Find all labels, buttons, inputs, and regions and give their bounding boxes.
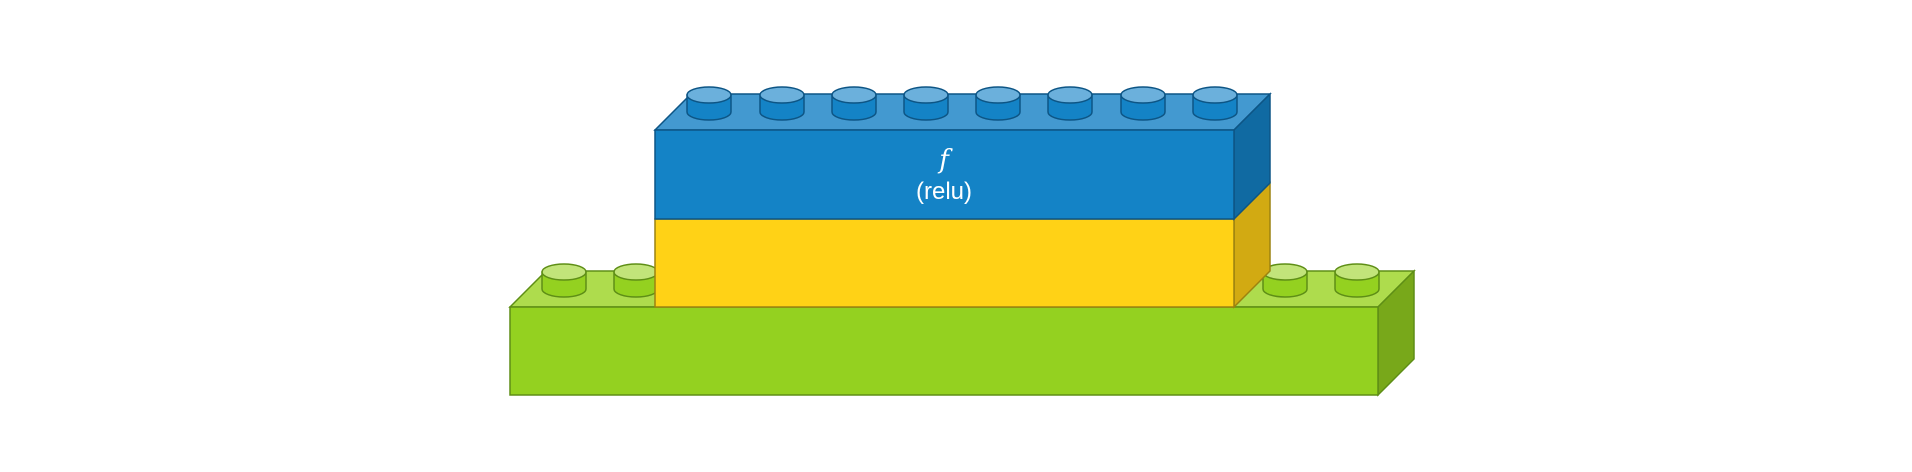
blue-stud-4-top	[903, 86, 949, 104]
green-stud-1	[541, 263, 587, 298]
green-stud-3	[1262, 263, 1308, 298]
green-stud-2	[613, 263, 659, 298]
base-brick-front	[509, 306, 1379, 396]
blue-stud-5-top	[975, 86, 1021, 104]
middle-brick	[654, 181, 1271, 309]
activation-brick-front	[654, 129, 1235, 220]
blue-stud-2	[759, 86, 805, 121]
blue-stud-5	[975, 86, 1021, 121]
activation-label: (relu)	[916, 178, 972, 205]
green-stud-4-top	[1334, 263, 1380, 281]
blue-stud-8	[1192, 86, 1238, 121]
blue-stud-7-top	[1120, 86, 1166, 104]
blue-stud-4	[903, 86, 949, 121]
base-brick-studs	[541, 263, 1380, 298]
blue-stud-8-top	[1192, 86, 1238, 104]
middle-brick-front	[654, 218, 1235, 308]
blue-stud-3-top	[831, 86, 877, 104]
blue-stud-1-top	[686, 86, 732, 104]
green-stud-1-top	[541, 263, 587, 281]
blue-stud-2-top	[759, 86, 805, 104]
activation-brick	[653, 92, 1272, 221]
blue-stud-6-top	[1047, 86, 1093, 104]
activation-brick-top	[653, 93, 1272, 131]
blue-stud-6	[1047, 86, 1093, 121]
green-stud-2-top	[613, 263, 659, 281]
activation-brick-studs	[686, 86, 1238, 121]
blue-stud-7	[1120, 86, 1166, 121]
green-stud-4	[1334, 263, 1380, 298]
blue-stud-1	[686, 86, 732, 121]
blue-stud-3	[831, 86, 877, 121]
